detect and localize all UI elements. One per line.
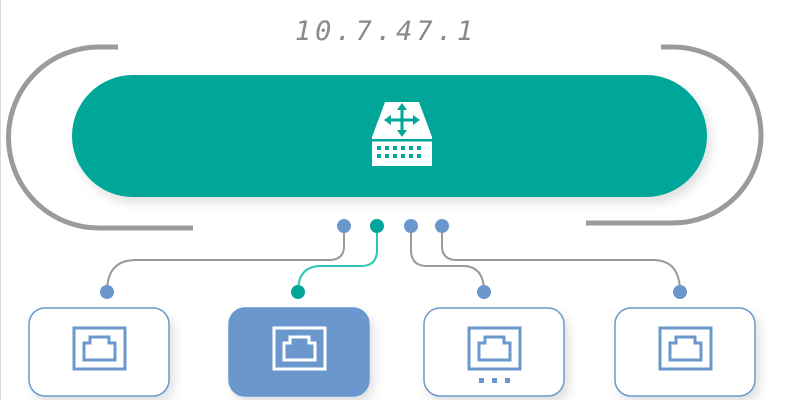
client-4-connector: [673, 285, 687, 299]
ethernet-port-icon: [658, 326, 713, 371]
left-bracket: [6, 44, 193, 231]
link-port-1-client-1: [106, 226, 345, 293]
ethernet-port-icon: [72, 326, 127, 371]
link-port-2-client-2: [297, 226, 378, 293]
client-1[interactable]: [28, 307, 170, 397]
device-ip-address: 10.7.47.1: [294, 16, 478, 47]
client-4[interactable]: [614, 307, 756, 397]
port-1[interactable]: [337, 219, 351, 233]
client-3-connector: [477, 285, 491, 299]
port-3[interactable]: [404, 219, 418, 233]
right-bracket: [586, 44, 764, 226]
client-2-connector: [291, 285, 305, 299]
link-port-4-client-4: [441, 226, 681, 293]
port-4[interactable]: [435, 219, 449, 233]
router-icon: [372, 102, 432, 166]
client-2[interactable]: [228, 307, 370, 397]
client-1-connector: [100, 285, 114, 299]
link-port-3-client-3: [410, 226, 485, 293]
ethernet-port-icon: [272, 326, 327, 371]
client-3[interactable]: [423, 307, 565, 397]
port-2[interactable]: [370, 219, 384, 233]
ethernet-port-icon: [467, 326, 522, 371]
more-dots-icon: [479, 378, 510, 383]
